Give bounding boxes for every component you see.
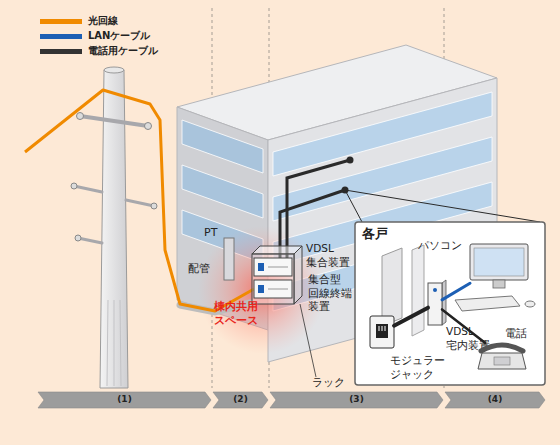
pole-groove bbox=[120, 300, 121, 386]
legend-swatch bbox=[40, 34, 82, 39]
node-label: パソコン bbox=[418, 239, 462, 253]
phone-base bbox=[478, 353, 526, 369]
window-band bbox=[182, 165, 263, 218]
inset-border bbox=[355, 222, 545, 385]
node-label: モジュラー ジャック bbox=[390, 354, 445, 381]
mouse bbox=[525, 301, 535, 307]
node-label: ラック bbox=[312, 376, 345, 390]
modular-jack: モジュラー ジャック bbox=[370, 316, 394, 348]
jack-plate bbox=[370, 316, 394, 348]
callout-line bbox=[345, 190, 540, 222]
part-label: PT bbox=[204, 226, 217, 240]
cable-connector bbox=[442, 309, 485, 343]
pc-monitor: パソコン bbox=[470, 244, 528, 288]
pole-groove bbox=[107, 300, 108, 386]
window-band bbox=[182, 120, 263, 173]
optical-terminal: 集合型 回線終端 装置 bbox=[254, 280, 292, 298]
rack-front bbox=[252, 254, 294, 304]
legend-row: 電話用ケーブル bbox=[0, 44, 200, 58]
inset-background bbox=[355, 222, 545, 385]
cable-end-dot bbox=[347, 157, 354, 164]
node-label: 各戸 bbox=[362, 226, 388, 243]
part-label: 配管 bbox=[188, 262, 210, 276]
pole-step-end bbox=[75, 235, 81, 241]
pole-groove bbox=[114, 300, 115, 386]
modem-shape bbox=[428, 283, 442, 325]
modem-side bbox=[442, 280, 446, 325]
unit-slot bbox=[268, 267, 288, 268]
wall-panel bbox=[382, 248, 402, 326]
unit-body bbox=[254, 280, 292, 298]
pole-insulator bbox=[77, 113, 84, 120]
section-band: (3) bbox=[270, 392, 443, 408]
vdsl-concentrator: VDSL 集合装置 bbox=[254, 258, 292, 276]
legend-row: LANケーブル bbox=[0, 29, 200, 43]
pole-step bbox=[78, 238, 102, 243]
cable-connector bbox=[442, 283, 470, 300]
unit-indicator bbox=[258, 263, 264, 271]
pt-box bbox=[224, 238, 234, 280]
pole-step-end bbox=[71, 183, 77, 189]
section-band: (1) bbox=[38, 392, 211, 408]
legend-swatch bbox=[40, 19, 82, 24]
band-chevron bbox=[213, 392, 268, 408]
pole-insulator bbox=[145, 123, 152, 130]
pole-step-end bbox=[151, 203, 157, 209]
section-band: (4) bbox=[445, 392, 545, 408]
section-band: (2) bbox=[213, 392, 268, 408]
telephone: 電話 bbox=[478, 343, 526, 369]
legend-label: 光回線 bbox=[88, 14, 118, 27]
node-label: VDSL 集合装置 bbox=[306, 242, 350, 269]
pc-shape bbox=[470, 244, 528, 288]
pole-crossarm bbox=[80, 116, 148, 126]
jack-pin bbox=[385, 326, 386, 331]
monitor-body bbox=[470, 244, 528, 280]
band-chevron bbox=[270, 392, 443, 408]
unit-shape bbox=[254, 280, 292, 298]
legend-swatch bbox=[40, 49, 82, 54]
unit-shape bbox=[254, 258, 292, 276]
unit-indicator bbox=[258, 285, 264, 293]
unit-body bbox=[254, 258, 292, 276]
rack-side bbox=[294, 246, 302, 304]
jack-pin bbox=[379, 326, 380, 331]
modem-led bbox=[433, 288, 437, 292]
jack-pin bbox=[382, 326, 383, 331]
node-label: 電話 bbox=[505, 327, 527, 341]
wall-panel bbox=[412, 245, 424, 336]
phone-keypad bbox=[494, 357, 510, 365]
monitor-stand bbox=[493, 280, 505, 288]
phone-shape bbox=[478, 343, 526, 369]
cable-connector bbox=[394, 308, 428, 326]
legend-row: 光回線 bbox=[0, 14, 200, 28]
unit-slot bbox=[268, 289, 288, 290]
vdsl-modem: VDSL 宅内装置 bbox=[428, 283, 442, 325]
callout-line bbox=[345, 190, 362, 222]
phone-handset bbox=[481, 345, 523, 351]
node-label: 集合型 回線終端 装置 bbox=[308, 273, 352, 314]
pole-step bbox=[126, 200, 154, 206]
jack-socket bbox=[376, 324, 388, 338]
modem-body bbox=[428, 283, 442, 325]
band-chevron bbox=[445, 392, 545, 408]
fiber-line bbox=[25, 90, 254, 311]
legend-label: LANケーブル bbox=[88, 29, 150, 42]
node-label: (4) bbox=[488, 394, 503, 406]
legend-label: 電話用ケーブル bbox=[88, 44, 158, 57]
node-label: (2) bbox=[233, 394, 248, 406]
node-label: (1) bbox=[117, 394, 132, 406]
node-label: (3) bbox=[349, 394, 364, 406]
keyboard bbox=[455, 296, 520, 311]
part-label: 棟内共用 スペース bbox=[214, 300, 258, 329]
monitor-screen bbox=[474, 248, 524, 276]
band-chevron bbox=[38, 392, 211, 408]
rack-frame: ラックVDSL 集合装置集合型 回線終端 装置 bbox=[252, 246, 302, 304]
pole-cap bbox=[104, 67, 124, 73]
leader-line bbox=[300, 304, 316, 377]
pole-step bbox=[74, 186, 102, 192]
household-inset: 各戸パソコンVDSL 宅内装置電話モジュラー ジャック bbox=[355, 222, 545, 385]
jack-shape bbox=[370, 316, 394, 348]
